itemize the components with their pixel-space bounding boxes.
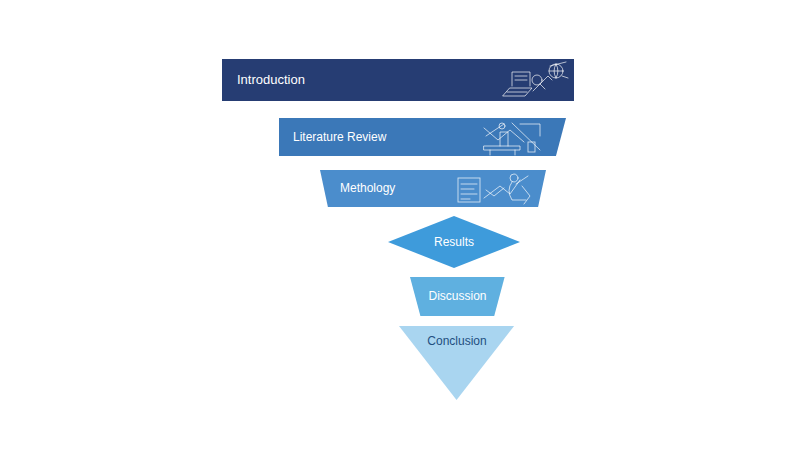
stage-label: Introduction — [237, 72, 305, 88]
band-fill — [410, 277, 505, 316]
reading-icon — [484, 123, 540, 155]
funnel-band: Introduction — [222, 59, 574, 101]
band-fill — [399, 326, 514, 400]
funnel-band: Methology — [320, 170, 546, 207]
research-icon — [503, 62, 568, 96]
band-fill — [320, 170, 546, 207]
stage-label: Discussion — [428, 289, 486, 303]
band-fill — [222, 59, 574, 101]
stage-label: Results — [434, 235, 474, 249]
analysis-icon — [458, 174, 530, 204]
stage-label: Literature Review — [293, 130, 386, 144]
band-fill — [279, 118, 566, 156]
funnel-band: Discussion — [410, 277, 505, 316]
stage-label: Methology — [340, 181, 395, 195]
funnel-band: Literature Review — [279, 118, 566, 156]
funnel-tip: Conclusion — [399, 326, 514, 400]
stage-label: Conclusion — [427, 334, 486, 348]
decision-diamond: Results — [388, 216, 520, 268]
band-fill — [388, 216, 520, 268]
